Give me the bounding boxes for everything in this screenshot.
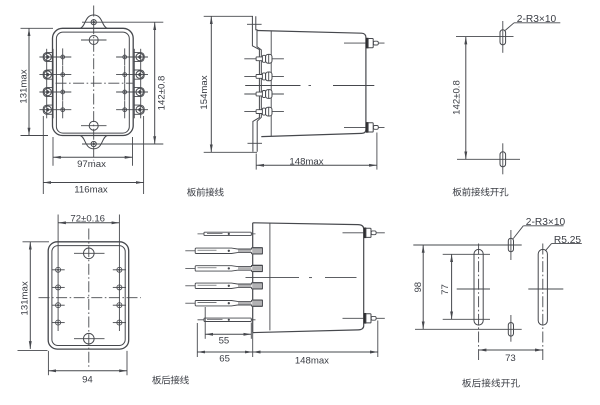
svg-text:116max: 116max <box>74 185 108 196</box>
svg-text:142±0.8: 142±0.8 <box>452 80 463 115</box>
svg-text:2-R3×10: 2-R3×10 <box>526 217 566 228</box>
svg-text:2-R3×10: 2-R3×10 <box>517 14 557 25</box>
svg-text:73: 73 <box>505 353 516 364</box>
svg-text:55: 55 <box>219 335 230 346</box>
svg-text:131max: 131max <box>18 69 29 103</box>
svg-text:94: 94 <box>82 374 93 385</box>
svg-text:65: 65 <box>219 353 230 364</box>
svg-text:97max: 97max <box>77 159 106 170</box>
svg-text:72±0.16: 72±0.16 <box>70 213 105 224</box>
svg-text:142±0.8: 142±0.8 <box>157 76 168 111</box>
svg-text:77: 77 <box>440 284 451 295</box>
svg-text:98: 98 <box>413 282 424 293</box>
svg-text:131max: 131max <box>19 281 30 315</box>
svg-text:148max: 148max <box>289 156 323 167</box>
svg-text:148max: 148max <box>295 356 329 367</box>
svg-text:154max: 154max <box>199 75 210 109</box>
svg-text:R5.25: R5.25 <box>554 235 582 246</box>
